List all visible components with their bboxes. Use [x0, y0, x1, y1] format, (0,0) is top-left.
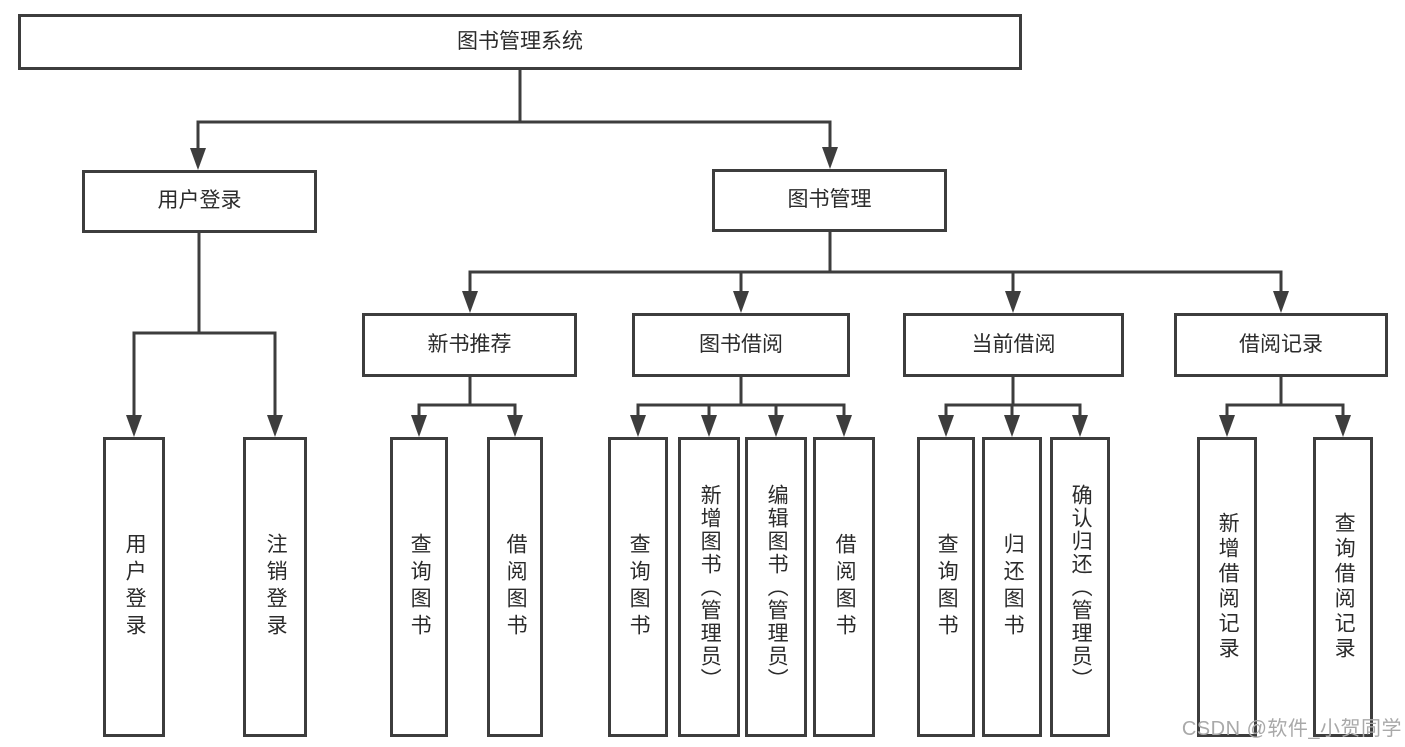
node-leaf-return-book: 归还图书 — [982, 437, 1042, 737]
node-book-borrowing: 图书借阅 — [632, 313, 850, 377]
node-leaf-add-book: 新增图书（管理员） — [678, 437, 740, 737]
node-leaf-query-record: 查询借阅记录 — [1313, 437, 1373, 737]
node-leaf-edit-book: 编辑图书（管理员） — [745, 437, 807, 737]
node-user-login-group: 用户登录 — [82, 170, 317, 233]
node-leaf-borrow-book-2: 借阅图书 — [813, 437, 875, 737]
node-borrowing-records: 借阅记录 — [1174, 313, 1388, 377]
node-leaf-logout: 注销登录 — [243, 437, 307, 737]
watermark: CSDN @软件_小贺同学 — [1181, 718, 1402, 740]
node-leaf-borrow-book-1: 借阅图书 — [487, 437, 543, 737]
node-leaf-query-book-1: 查询图书 — [390, 437, 448, 737]
node-leaf-user-login: 用户登录 — [103, 437, 165, 737]
node-current-borrowing: 当前借阅 — [903, 313, 1124, 377]
node-leaf-add-record: 新增借阅记录 — [1197, 437, 1257, 737]
node-book-management: 图书管理 — [712, 169, 947, 232]
node-root: 图书管理系统 — [18, 14, 1022, 70]
node-leaf-confirm-return: 确认归还（管理员） — [1050, 437, 1110, 737]
node-leaf-query-book-2: 查询图书 — [608, 437, 668, 737]
node-new-book-recommend: 新书推荐 — [362, 313, 577, 377]
node-leaf-query-book-3: 查询图书 — [917, 437, 975, 737]
